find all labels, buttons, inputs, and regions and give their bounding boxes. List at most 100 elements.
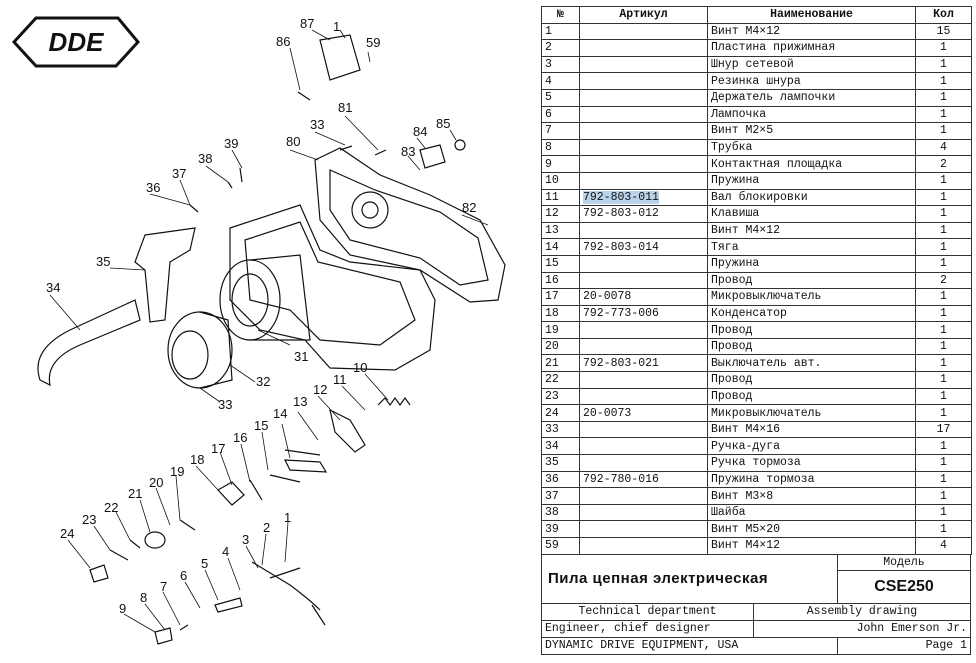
cell-qty: 1 xyxy=(915,254,972,273)
cell-qty: 1 xyxy=(915,88,972,107)
callout-5: 5 xyxy=(201,556,208,571)
cell-num: 8 xyxy=(541,138,580,157)
cell-qty: 1 xyxy=(915,205,972,223)
header-qty: Кол xyxy=(915,6,972,24)
cell-qty: 1 xyxy=(915,122,972,140)
cell-article xyxy=(579,520,708,538)
cell-article xyxy=(579,22,708,41)
cell-num: 36 xyxy=(541,470,580,489)
cell-num: 19 xyxy=(541,321,580,339)
cell-article: 792-803-011 xyxy=(579,188,708,207)
cell-qty: 15 xyxy=(915,22,972,41)
callout-39: 39 xyxy=(224,136,238,151)
switch-block-part xyxy=(217,481,245,506)
cell-name: Пластина прижимная xyxy=(707,39,916,57)
callout-38: 38 xyxy=(198,151,212,166)
callout-21: 21 xyxy=(128,486,142,501)
cell-qty: 1 xyxy=(915,171,972,190)
selected-text: 792-803-011 xyxy=(583,190,659,204)
cell-article xyxy=(579,88,708,107)
cell-article xyxy=(579,487,708,505)
callout-82: 82 xyxy=(462,200,476,215)
cell-name: Винт М4×16 xyxy=(707,420,916,439)
cell-article xyxy=(579,454,708,472)
cell-qty: 1 xyxy=(915,470,972,489)
cell-num: 35 xyxy=(541,454,580,472)
callout-leaders xyxy=(49,29,489,633)
callout-7: 7 xyxy=(160,579,167,594)
callout-32: 32 xyxy=(256,374,270,389)
cell-name: Выключатель авт. xyxy=(707,354,916,373)
callout-15: 15 xyxy=(254,418,268,433)
cell-name: Тяга xyxy=(707,238,916,256)
cell-qty: 1 xyxy=(915,354,972,373)
callout-86: 86 xyxy=(276,34,290,49)
callout-35: 35 xyxy=(96,254,110,269)
cell-num: 4 xyxy=(541,72,580,90)
callout-8: 8 xyxy=(140,590,147,605)
cell-num: 18 xyxy=(541,304,580,323)
cell-num: 23 xyxy=(541,387,580,406)
cell-num: 22 xyxy=(541,371,580,389)
cell-article xyxy=(579,254,708,273)
cell-qty: 1 xyxy=(915,454,972,472)
cell-article xyxy=(579,387,708,406)
cell-name: Шнур сетевой xyxy=(707,55,916,74)
cell-num: 11 xyxy=(541,188,580,207)
cell-name: Держатель лампочки xyxy=(707,88,916,107)
cell-article: 20-0073 xyxy=(579,404,708,422)
microswitch-part xyxy=(89,564,109,583)
callout-37: 37 xyxy=(172,166,186,181)
logo-text: DDE xyxy=(49,27,105,57)
cell-qty: 1 xyxy=(915,55,972,74)
callout-4: 4 xyxy=(222,544,229,559)
cell-num: 21 xyxy=(541,354,580,373)
cell-num: 24 xyxy=(541,404,580,422)
front-handle-part xyxy=(37,299,141,387)
cell-name: Провод xyxy=(707,321,916,339)
cell-qty: 1 xyxy=(915,487,972,505)
callout-10: 10 xyxy=(353,360,367,375)
cell-name: Микровыключатель xyxy=(707,404,916,422)
cell-qty: 1 xyxy=(915,238,972,256)
cell-qty: 1 xyxy=(915,503,972,522)
drawing-type: Assembly drawing xyxy=(806,604,918,618)
cell-name: Провод xyxy=(707,271,916,290)
cell-name: Пружина xyxy=(707,171,916,190)
cell-article xyxy=(579,171,708,190)
cell-num: 34 xyxy=(541,437,580,456)
cell-num: 20 xyxy=(541,337,580,356)
role: Engineer, chief designer xyxy=(542,620,754,637)
cell-name: Микровыключатель xyxy=(707,288,916,306)
product-title: Пила цепная электрическая xyxy=(542,554,838,603)
cell-name: Ручка-дуга xyxy=(707,437,916,456)
cell-num: 33 xyxy=(541,420,580,439)
header-article: Артикул xyxy=(579,6,708,24)
table-header-row: № Артикул Наименование Кол xyxy=(541,6,972,24)
cell-qty: 1 xyxy=(915,321,972,339)
callout-34: 34 xyxy=(46,280,60,295)
cell-article xyxy=(579,371,708,389)
cell-name: Пружина тормоза xyxy=(707,470,916,489)
cell-article: 792-803-012 xyxy=(579,205,708,223)
callout-80: 80 xyxy=(286,134,300,149)
cell-article: 792-803-014 xyxy=(579,238,708,256)
housing-left-half xyxy=(229,204,436,371)
lamp-part xyxy=(419,144,446,169)
cell-qty: 2 xyxy=(915,155,972,173)
spring-part xyxy=(377,396,411,407)
callout-13: 13 xyxy=(293,394,307,409)
